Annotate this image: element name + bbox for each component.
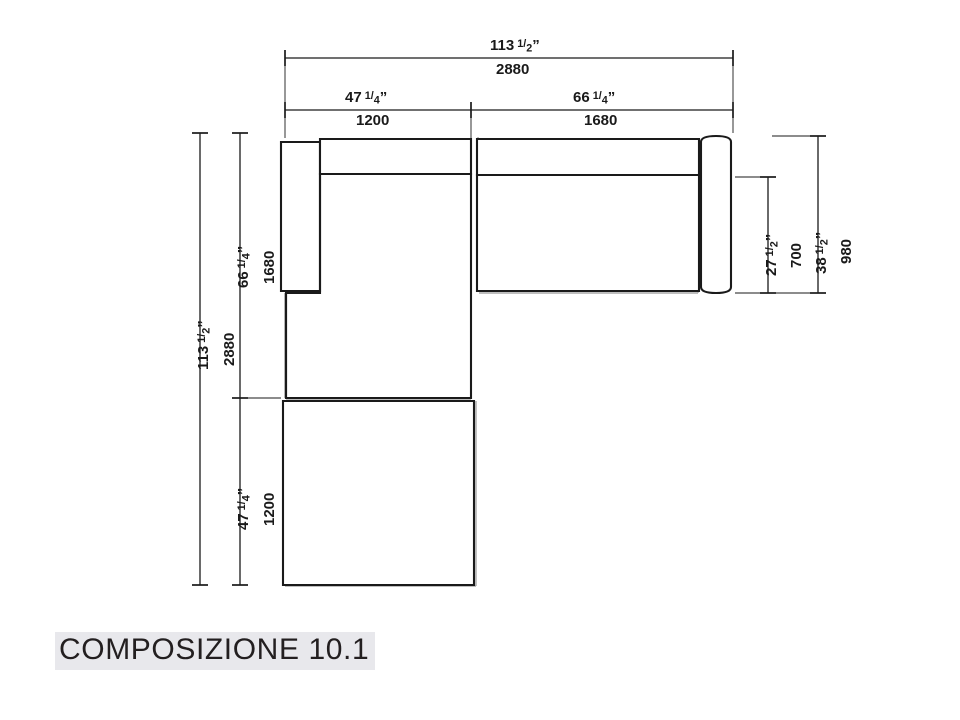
extension-lines-right [735,135,814,294]
label-right-outer-metric: 980 [838,238,855,264]
bottom-module-chaise [281,399,476,587]
page-title: COMPOSIZIONE 10.1 [55,632,376,671]
label-top-overall-imperial: 113 1/2” [490,37,540,55]
label-left-upper-segment-imperial: 66 1/4” [235,245,253,288]
extension-lines-top [284,62,734,138]
label-left-lower-segment-metric: 1200 [261,492,278,526]
label-left-overall-metric: 2880 [221,332,238,366]
label-right-inner-metric: 700 [788,242,805,268]
label-top-left-segment-imperial: 47 1/4” [345,89,388,107]
right-module-backrest [475,137,701,177]
left-module-backrest [318,137,473,176]
label-top-right-segment-metric: 1680 [584,112,618,129]
label-top-right-segment-imperial: 66 1/4” [573,89,616,107]
left-module-armrest [279,140,322,293]
right-module-seat [475,173,701,293]
label-right-outer-imperial: 38 1/2” [813,231,831,274]
furniture-outline [279,134,733,587]
right-module-armrest [699,134,733,295]
label-left-upper-segment-metric: 1680 [261,250,278,284]
label-right-inner-imperial: 27 1/2” [763,233,781,276]
label-top-left-segment-metric: 1200 [356,112,390,129]
label-left-lower-segment-imperial: 47 1/4” [235,487,253,530]
dimension-lines [192,50,826,586]
label-left-overall-imperial: 113 1/2” [195,320,213,370]
label-top-overall-metric: 2880 [496,61,530,78]
